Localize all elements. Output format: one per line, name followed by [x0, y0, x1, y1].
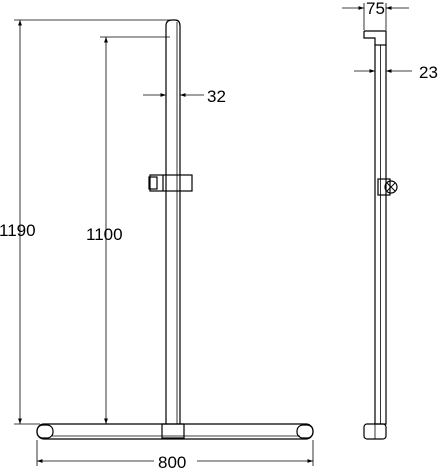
dim-75-label: 75	[366, 0, 385, 18]
base-bar	[36, 423, 314, 440]
base-end-cap-right	[296, 424, 314, 439]
dim-32-label: 32	[207, 87, 226, 106]
shower-slider-knob	[148, 176, 158, 190]
side-top-bracket	[363, 30, 387, 45]
side-slider-bracket	[377, 178, 391, 196]
dim-23-label: 23	[419, 63, 438, 82]
front-dimensions	[14, 19, 314, 466]
dim-800-label: 800	[158, 453, 186, 470]
side-view	[363, 30, 398, 440]
base-joint	[161, 423, 185, 439]
shower-slider	[149, 174, 193, 192]
dim-1190-label: 1190	[0, 221, 36, 240]
base-end-cap-left	[36, 424, 54, 439]
vertical-bar	[165, 19, 181, 424]
side-slider-knob	[384, 180, 398, 194]
side-slider-knob-detail	[386, 182, 396, 192]
dim-1100-label: 1100	[86, 225, 123, 244]
side-dimensions	[342, 3, 412, 73]
front-view	[36, 19, 314, 440]
